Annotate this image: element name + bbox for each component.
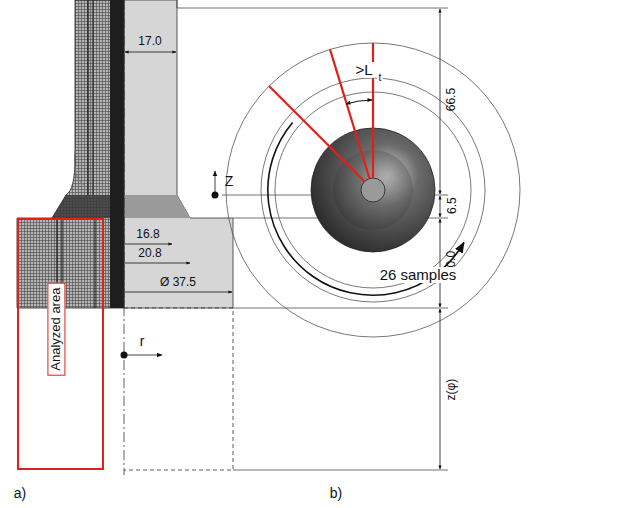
dimension-value: 6.5	[445, 198, 458, 215]
dimension-value: 66.5	[445, 88, 458, 111]
sample-count: 26 samples	[378, 267, 459, 284]
dimension-value: 16.8	[136, 228, 159, 241]
analyzed-area-box: Analyzed area	[17, 218, 104, 470]
dimension-value: 17.0	[138, 35, 161, 48]
angle-label: >L	[353, 62, 374, 79]
panel-label: a)	[14, 486, 26, 501]
axis-label: r	[140, 334, 145, 349]
dimension-value: 20.8	[138, 247, 161, 260]
dimension-value: Ø 37.5	[160, 276, 196, 289]
area-label: Analyzed area	[47, 283, 65, 376]
angle-subscript: t	[377, 72, 384, 83]
axis-label: Z	[225, 174, 234, 189]
panel-label: b)	[330, 486, 342, 501]
dimension-value: z(φ)	[445, 379, 458, 401]
